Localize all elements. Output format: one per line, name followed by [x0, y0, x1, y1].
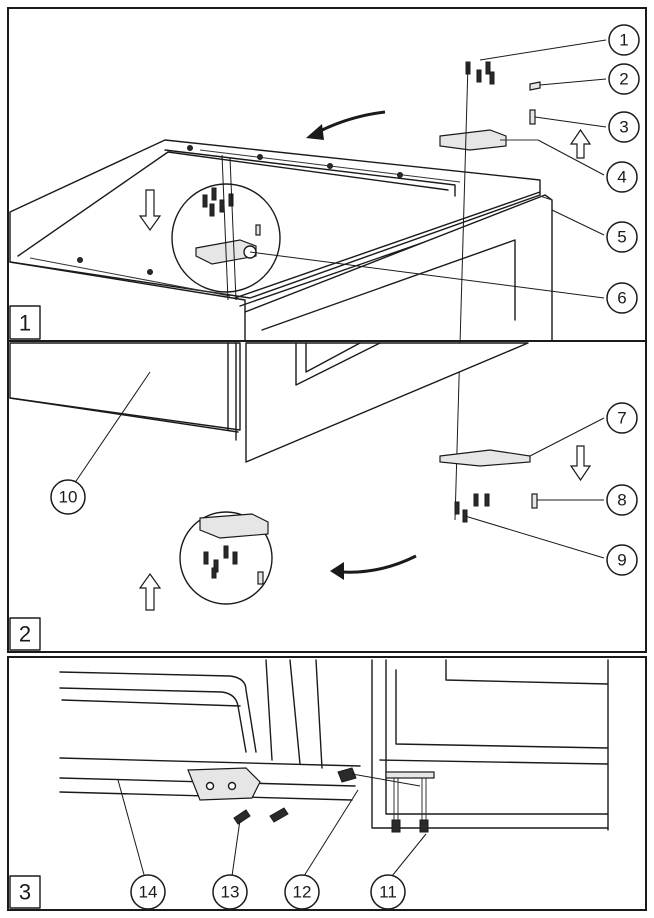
- exploded-parts-1: [439, 61, 541, 151]
- pin-screw: [531, 493, 538, 509]
- callout-11: 11: [370, 874, 406, 910]
- panel-1-label-box: [9, 305, 41, 340]
- callout-7-label: 7: [617, 409, 626, 428]
- arrow-up-icon: [569, 128, 592, 159]
- callout-6: 6: [606, 282, 638, 314]
- door-panel-2: [245, 342, 529, 463]
- cabinet-panel-3: [59, 659, 361, 801]
- panel-3-label: 3: [19, 880, 31, 905]
- callout-7: 7: [606, 402, 638, 434]
- pin-screw-horizontal: [337, 767, 357, 783]
- callout-2-label: 2: [619, 70, 628, 89]
- panel-2-label-box: [9, 617, 41, 651]
- door-panel-3: [371, 659, 609, 831]
- callout-1-label: 1: [619, 31, 628, 50]
- callout-9: 9: [606, 544, 638, 576]
- callout-11-label: 11: [379, 883, 397, 902]
- panel-1-label: 1: [19, 311, 31, 336]
- panel-3-label-box: [9, 875, 41, 909]
- callout-13: 13: [212, 874, 248, 910]
- arrow-down-icon: [138, 189, 162, 232]
- panel-2-frame: [7, 340, 647, 653]
- panel-1: 1: [7, 7, 647, 521]
- panel-2: 2: [7, 340, 647, 653]
- callout-8: 8: [606, 484, 638, 516]
- callout-14-label: 14: [139, 883, 158, 902]
- callout-6-label: 6: [617, 289, 626, 308]
- panel-3: 3: [7, 656, 647, 911]
- callout-2: 2: [608, 63, 640, 95]
- callout-10-label: 10: [59, 488, 78, 507]
- callout-12: 12: [284, 874, 320, 910]
- arrow-down-icon: [569, 445, 592, 482]
- door-panel-1: [244, 194, 553, 342]
- hinge-screws: [233, 807, 289, 825]
- callout-14: 14: [130, 874, 166, 910]
- callout-1: 1: [608, 24, 640, 56]
- appliance-body-panel-2: [9, 342, 241, 441]
- callout-4-label: 4: [617, 168, 626, 187]
- callout-12-label: 12: [293, 883, 312, 902]
- panel-3-frame: [7, 656, 647, 911]
- hinge-bracket: [439, 449, 531, 467]
- callout-8-label: 8: [617, 491, 626, 510]
- door-screws: [385, 771, 435, 833]
- curved-arrow-icon: [330, 554, 417, 580]
- callout-4: 4: [606, 161, 638, 193]
- callout-3: 3: [608, 111, 640, 143]
- arrow-up-icon: [138, 572, 162, 611]
- callout-3-label: 3: [619, 118, 628, 137]
- callout-13-label: 13: [221, 883, 240, 902]
- callout-10: 10: [50, 479, 86, 515]
- callout-5: 5: [606, 221, 638, 253]
- callout-5-label: 5: [617, 228, 626, 247]
- zoom-detail-2: [179, 511, 273, 605]
- panel-2-label: 2: [19, 622, 31, 647]
- callout-9-label: 9: [617, 551, 626, 570]
- curved-arrow-icon: [306, 110, 386, 140]
- bottom-hinge: [187, 767, 261, 801]
